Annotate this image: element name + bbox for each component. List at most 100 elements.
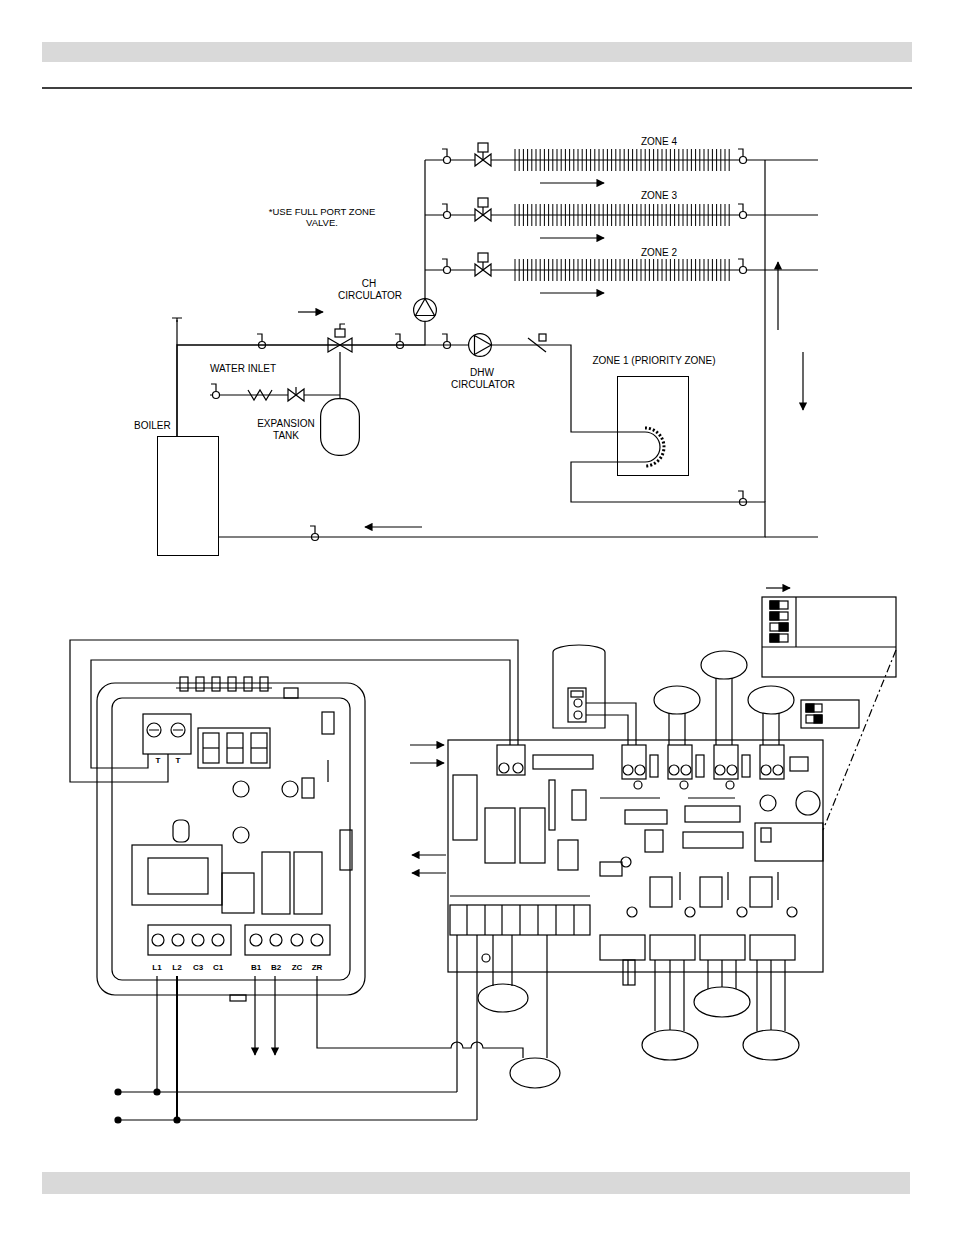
zone-control-board <box>448 740 823 972</box>
ball-valve <box>211 384 220 399</box>
radiator-fin <box>611 149 612 171</box>
radiator-fin <box>632 204 633 226</box>
zone-control-board <box>621 857 631 867</box>
control-housing <box>152 934 164 946</box>
tank-outline <box>321 399 360 456</box>
zone-control-board <box>466 905 467 935</box>
zone-control-board <box>453 775 477 840</box>
note-label: WATER INLET <box>209 363 277 375</box>
radiator-fin <box>599 149 600 171</box>
zone-control-board <box>600 862 622 876</box>
device-ellipse <box>694 987 750 1017</box>
control-housing <box>132 845 222 905</box>
radiator-fin <box>557 259 558 281</box>
piping <box>176 320 177 345</box>
radiator-fin <box>544 204 545 226</box>
radiator-fin <box>683 259 684 281</box>
ball-valve <box>738 491 743 498</box>
zone-label: ZONE 3 <box>640 190 678 202</box>
device-ellipse <box>701 651 747 679</box>
dip-switch-legend <box>770 612 779 620</box>
piping <box>645 428 664 466</box>
zone-control-board <box>485 808 515 863</box>
zone-control-board <box>627 907 637 917</box>
zone-branches <box>425 143 818 293</box>
wiring <box>274 976 275 1055</box>
radiator-fin <box>704 259 705 281</box>
zone-control-board <box>685 806 740 822</box>
aquastat-tank <box>574 711 582 719</box>
node-label: DHW CIRCULATOR <box>450 367 514 390</box>
radiator-fin <box>699 149 700 171</box>
ball-valve <box>211 384 216 391</box>
wiring <box>410 762 444 763</box>
dip-switch-legend <box>770 612 788 620</box>
radiator-fin <box>670 149 671 171</box>
zone-label: ZONE 4 <box>640 136 678 148</box>
ball-valve <box>738 149 747 164</box>
control-housing <box>97 683 365 995</box>
radiator-fin <box>704 204 705 226</box>
wiring <box>156 976 157 1092</box>
zone-control-board <box>750 935 795 960</box>
ball-valve <box>442 204 447 211</box>
radiator-fin <box>695 259 696 281</box>
piping <box>365 526 422 527</box>
ball-valve <box>442 259 447 266</box>
dip-switch-legend <box>770 601 788 609</box>
control-housing <box>173 820 189 842</box>
piping <box>764 160 765 502</box>
control-housing <box>227 733 243 763</box>
piping <box>777 262 778 330</box>
piping <box>339 352 340 398</box>
zone-control-board <box>683 832 743 848</box>
piping <box>210 394 340 395</box>
radiator-fin <box>636 259 637 281</box>
aquastat-tank <box>571 691 583 697</box>
zone-control-board <box>635 765 645 775</box>
zone-control-board <box>645 830 663 852</box>
wiring <box>410 744 444 745</box>
wiring <box>118 1119 477 1120</box>
radiator-fin <box>573 259 574 281</box>
piping <box>335 329 345 337</box>
wiring <box>118 1091 457 1092</box>
control-housing <box>97 677 365 1001</box>
terminal-label: B1 <box>250 963 262 972</box>
radiator-fin <box>573 149 574 171</box>
radiator-fin <box>674 259 675 281</box>
terminal-label: T <box>175 756 182 765</box>
ball-valve <box>395 334 400 341</box>
zone-control-board <box>760 795 776 811</box>
radiator-fin <box>515 149 516 171</box>
radiator-fin <box>699 204 700 226</box>
control-housing <box>143 714 191 754</box>
ball-valve <box>738 204 747 219</box>
zone-control-board <box>537 905 538 935</box>
radiator-fin <box>561 204 562 226</box>
zone-control-board <box>796 791 820 815</box>
zone-valve <box>478 253 488 262</box>
radiator-fin <box>716 204 717 226</box>
flow-arrow <box>540 182 604 183</box>
radiator-fin <box>519 149 520 171</box>
radiator-fin <box>641 204 642 226</box>
control-housing <box>172 934 184 946</box>
zone-control-board <box>549 780 555 830</box>
wiring <box>174 1117 180 1123</box>
zone-control-board <box>685 907 695 917</box>
zone-control-board <box>755 823 823 861</box>
radiator-fin <box>552 204 553 226</box>
radiator-fin <box>527 259 528 281</box>
radiator-fin <box>678 259 679 281</box>
dip-switch-legend <box>770 601 779 609</box>
radiator-fin <box>720 204 721 226</box>
control-housing <box>270 934 282 946</box>
dip-switch-legend <box>762 588 896 830</box>
radiator-fin <box>565 149 566 171</box>
radiator-fin <box>683 149 684 171</box>
radiator-fin <box>569 149 570 171</box>
zone-control-board <box>688 797 735 798</box>
control-housing <box>198 728 270 768</box>
